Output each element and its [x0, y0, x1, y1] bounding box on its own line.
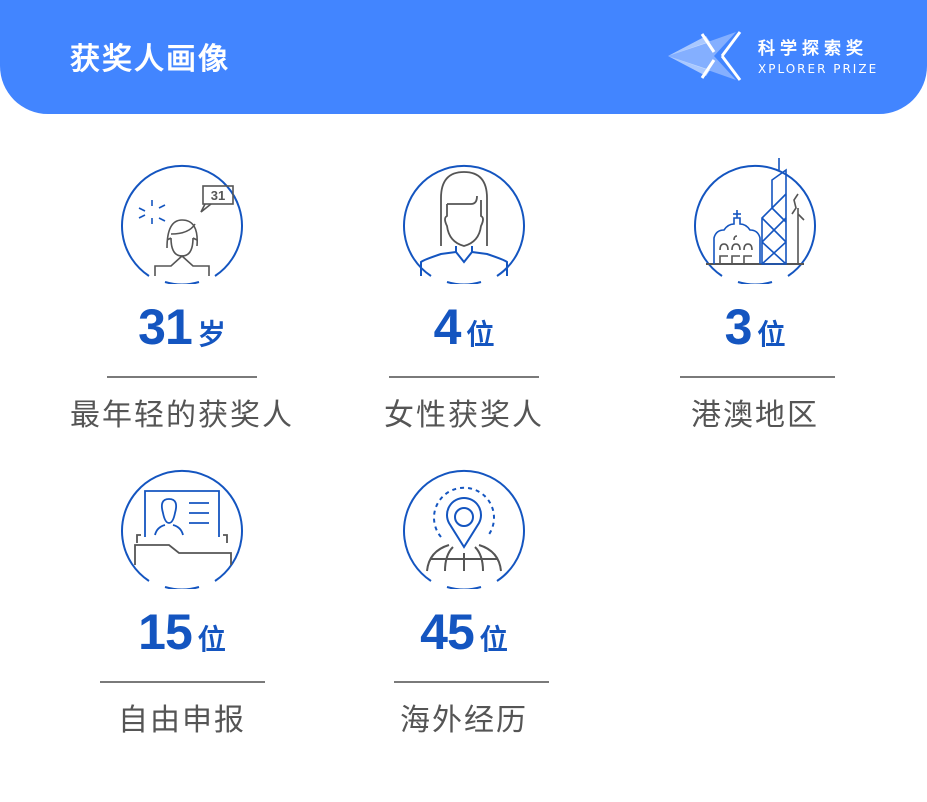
- divider: [107, 376, 257, 378]
- stat-label: 海外经历: [400, 703, 528, 738]
- stat-number: 3: [724, 299, 753, 355]
- header-banner: 获奖人画像 科学探索奖 XPLORER PRIZE: [0, 0, 927, 114]
- divider: [394, 681, 549, 683]
- xplorer-prize-logo: 科学探索奖 XPLORER PRIZE: [666, 28, 886, 84]
- divider: [680, 376, 835, 378]
- stat-number: 45: [420, 604, 475, 660]
- stat-unit: 位: [479, 623, 508, 656]
- self-application-folder-icon: [119, 463, 245, 591]
- stat-unit: 位: [197, 623, 226, 656]
- stat-number: 4: [433, 299, 462, 355]
- stat-unit: 位: [757, 318, 786, 351]
- female-person-icon: [401, 158, 527, 286]
- stat-number: 15: [138, 604, 193, 660]
- divider: [389, 376, 539, 378]
- stat-label: 最年轻的获奖人: [70, 398, 294, 433]
- stat-unit: 岁: [197, 318, 226, 351]
- svg-text:31: 31: [211, 188, 225, 203]
- xplorer-logo-icon: [668, 31, 742, 81]
- youngest-person-icon: 31: [119, 158, 245, 286]
- logo-chinese-text: 科学探索奖: [758, 39, 868, 59]
- page-title: 获奖人画像: [70, 42, 230, 77]
- hk-macau-skyline-icon: [692, 158, 818, 286]
- stat-unit: 位: [466, 318, 495, 351]
- logo-english-text: XPLORER PRIZE: [758, 62, 879, 76]
- divider: [100, 681, 265, 683]
- stat-label: 港澳地区: [691, 398, 819, 433]
- stat-label: 自由申报: [118, 703, 246, 738]
- stat-number: 31: [138, 299, 193, 355]
- overseas-globe-pin-icon: [401, 463, 527, 591]
- stat-label: 女性获奖人: [384, 398, 544, 433]
